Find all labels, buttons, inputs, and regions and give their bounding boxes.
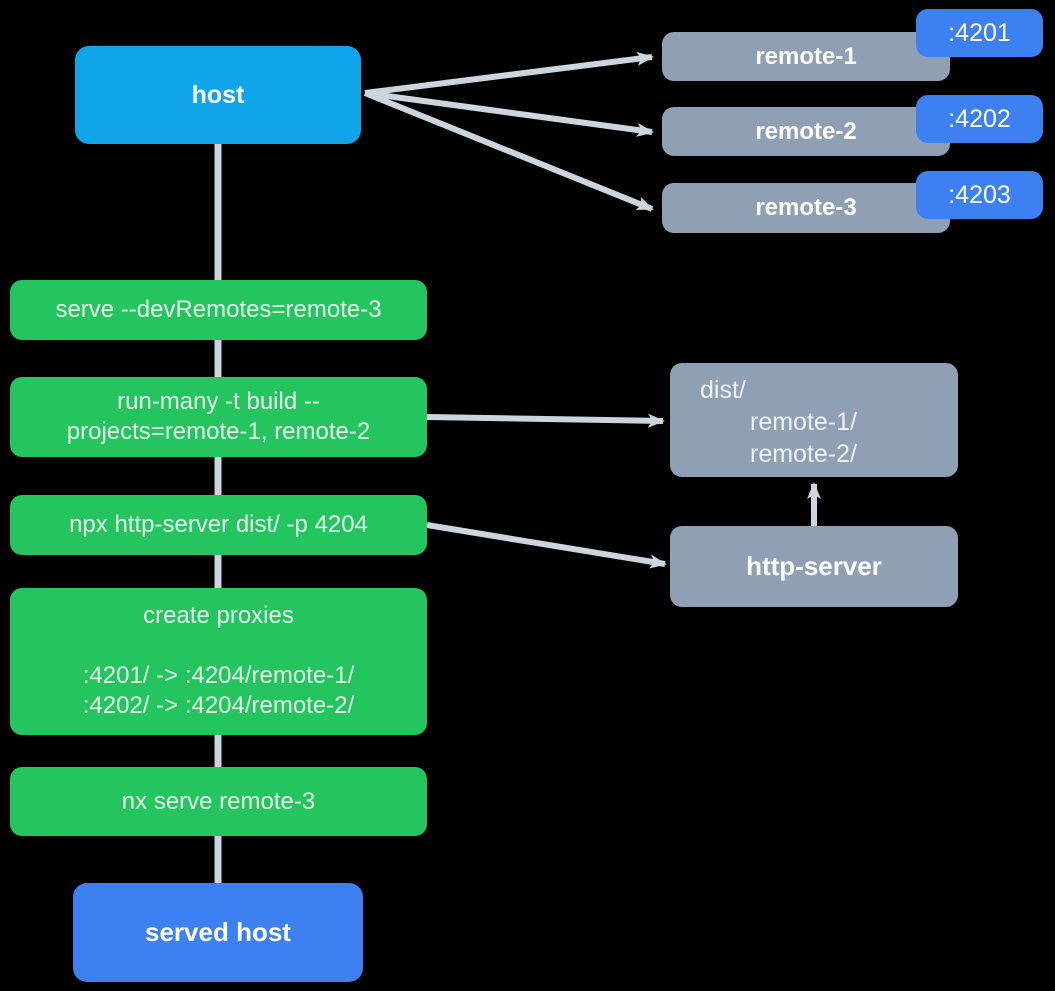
dist-root-label: dist/ [700,376,746,404]
remote-3-label: remote-3 [755,194,857,221]
edge-npx-http-server [426,522,667,569]
step-nx-serve-label: nx serve remote-3 [121,787,316,815]
node-http-server: http-server [670,526,958,607]
step-run-many-line-2: projects=remote-1, remote-2 [66,418,371,445]
dist-remote-2-label: remote-2/ [750,440,857,468]
step-npx-label: npx http-server dist/ -p 4204 [69,511,368,538]
node-remote-3: remote-3 [662,183,950,233]
node-host: host [75,46,361,144]
port-badge-4201: :4201 [916,9,1043,57]
proxy-mapping-2: :4202/ -> :4204/remote-2/ [82,692,355,719]
port-4203-label: :4203 [948,180,1011,209]
node-dist-folder: dist/ remote-1/ remote-2/ [670,363,958,477]
step-nx-serve-remote-3: nx serve remote-3 [10,767,427,836]
step-serve-label: serve --devRemotes=remote-3 [55,296,382,323]
edge-host-remote-2 [364,90,654,137]
dist-remote-1-label: remote-1/ [750,408,857,436]
http-server-label: http-server [746,551,882,581]
remote-2-label: remote-2 [755,117,857,145]
port-4201-label: :4201 [948,18,1011,47]
step-run-many-build: run-many -t build -- projects=remote-1, … [10,377,427,457]
edge-host-remote-3 [363,90,654,212]
port-4202-label: :4202 [948,104,1011,133]
node-remote-2: remote-2 [662,107,950,156]
node-served-host: served host [73,883,363,982]
create-proxies-title: create proxies [143,602,294,629]
port-badge-4203: :4203 [916,171,1043,219]
served-host-label: served host [145,917,291,947]
edge-run-many-dist [426,413,665,428]
step-serve-dev-remotes: serve --devRemotes=remote-3 [10,280,427,340]
step-create-proxies: create proxies :4201/ -> :4204/remote-1/… [10,588,427,735]
edge-host-remote-1 [364,51,654,96]
remote-1-label: remote-1 [755,42,857,70]
node-remote-1: remote-1 [662,32,950,81]
step-run-many-line-1: run-many -t build -- [117,388,320,415]
step-npx-http-server: npx http-server dist/ -p 4204 [10,495,427,555]
host-label: host [191,80,245,109]
proxy-mapping-1: :4201/ -> :4204/remote-1/ [82,662,355,689]
port-badge-4202: :4202 [916,95,1043,143]
